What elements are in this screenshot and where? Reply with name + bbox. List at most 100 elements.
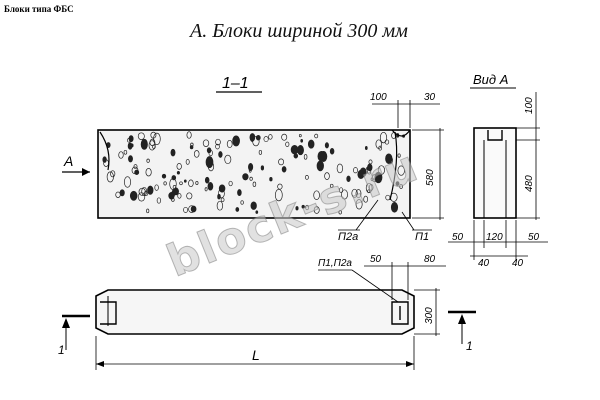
concrete-speckle (183, 206, 189, 213)
concrete-speckle (313, 190, 320, 200)
concrete-speckle (129, 190, 138, 201)
concrete-speckle (102, 156, 107, 163)
drawing-title: А. Блоки шириной 300 мм (190, 20, 408, 42)
concrete-speckle (110, 170, 116, 178)
concrete-speckle (130, 143, 134, 148)
concrete-speckle (336, 163, 344, 174)
concrete-speckle (324, 142, 329, 149)
concrete-speckle (248, 162, 254, 172)
left-groove (99, 131, 110, 171)
callout-p2a: П2а (338, 231, 358, 243)
view-a-block (473, 127, 517, 219)
cut-mark-left-head (62, 318, 70, 328)
concrete-speckle (176, 163, 182, 170)
concrete-speckle (170, 148, 176, 157)
concrete-speckle (365, 182, 373, 194)
concrete-speckle (183, 179, 187, 183)
concrete-speckle (242, 173, 249, 181)
view-arrow-head (82, 168, 90, 176)
callout-leader (401, 211, 415, 231)
concrete-speckle (363, 195, 369, 203)
concrete-speckle (290, 144, 299, 155)
concrete-speckle (188, 179, 194, 188)
concrete-speckle (128, 155, 133, 163)
concrete-speckle (371, 174, 378, 183)
concrete-speckle (355, 189, 362, 199)
concrete-speckle (255, 134, 261, 141)
callout-leader (351, 269, 399, 303)
view-arrow-label: А (63, 153, 73, 169)
concrete-speckle (228, 180, 233, 187)
concrete-speckle (303, 154, 308, 160)
concrete-speckle (169, 178, 177, 190)
concrete-speckle (195, 180, 199, 186)
plan-block (95, 289, 415, 335)
concrete-speckle (215, 143, 220, 150)
concrete-speckle (145, 168, 152, 177)
concrete-speckle (385, 153, 393, 164)
concrete-speckle (133, 164, 138, 170)
concrete-speckle (249, 176, 253, 181)
concrete-speckle (168, 192, 175, 200)
dim-top-30: 30 (424, 92, 436, 103)
concrete-speckle (204, 176, 210, 184)
dim-top-100: 100 (370, 92, 387, 103)
concrete-speckle (154, 184, 159, 191)
concrete-speckle (220, 197, 225, 203)
concrete-texture (102, 131, 406, 215)
concrete-speckle (148, 140, 156, 151)
concrete-speckle (324, 172, 330, 180)
concrete-speckle (364, 146, 368, 150)
right-groove (389, 131, 398, 201)
concrete-speckle (397, 153, 401, 158)
concrete-speckle (346, 175, 351, 182)
concrete-speckle (305, 204, 309, 211)
dim-height-580: 580 (425, 169, 436, 186)
concrete-speckle (224, 154, 232, 165)
concrete-speckle (127, 138, 131, 143)
callout-p1: П1 (415, 231, 429, 243)
concrete-speckle (146, 158, 150, 163)
concrete-speckle (281, 166, 287, 173)
concrete-speckle (295, 206, 299, 211)
concrete-speckle (215, 138, 221, 146)
concrete-speckle (317, 150, 326, 162)
concrete-speckle (207, 161, 215, 172)
view-a-label: Вид А (473, 72, 508, 87)
concrete-speckle (186, 131, 192, 139)
concrete-speckle (304, 175, 309, 180)
concrete-speckle (338, 210, 342, 215)
concrete-speckle (186, 192, 193, 200)
plan-loop-right (391, 301, 409, 325)
concrete-speckle (235, 207, 240, 212)
dim-arrow (406, 361, 414, 367)
concrete-speckle (268, 134, 273, 140)
concrete-speckle (173, 187, 179, 196)
concrete-speckle (217, 194, 221, 200)
concrete-speckle (316, 160, 324, 172)
concrete-speckle (274, 188, 283, 202)
cut-mark-left-label: 1 (58, 343, 65, 357)
concrete-speckle (123, 149, 128, 155)
dim-lower-50: 50 (370, 254, 382, 265)
concrete-speckle (143, 191, 149, 197)
concrete-speckle (232, 135, 240, 147)
concrete-speckle (269, 177, 273, 182)
concrete-speckle (216, 200, 224, 211)
dim-view-bottom-50-left: 50 (452, 232, 464, 243)
concrete-speckle (368, 159, 373, 165)
concrete-speckle (218, 188, 225, 199)
concrete-speckle (118, 151, 124, 159)
concrete-speckle (137, 132, 145, 140)
concrete-speckle (385, 194, 391, 201)
concrete-speckle (255, 210, 259, 214)
cut-mark-right-head (458, 314, 466, 324)
callout-p1p2a: П1,П2а (318, 258, 352, 269)
concrete-speckle (301, 204, 305, 209)
concrete-speckle (399, 183, 403, 189)
concrete-speckle (285, 141, 290, 147)
concrete-speckle (218, 151, 223, 158)
cut-mark-right-label: 1 (466, 339, 473, 353)
concrete-speckle (205, 156, 214, 169)
concrete-speckle (281, 133, 288, 141)
